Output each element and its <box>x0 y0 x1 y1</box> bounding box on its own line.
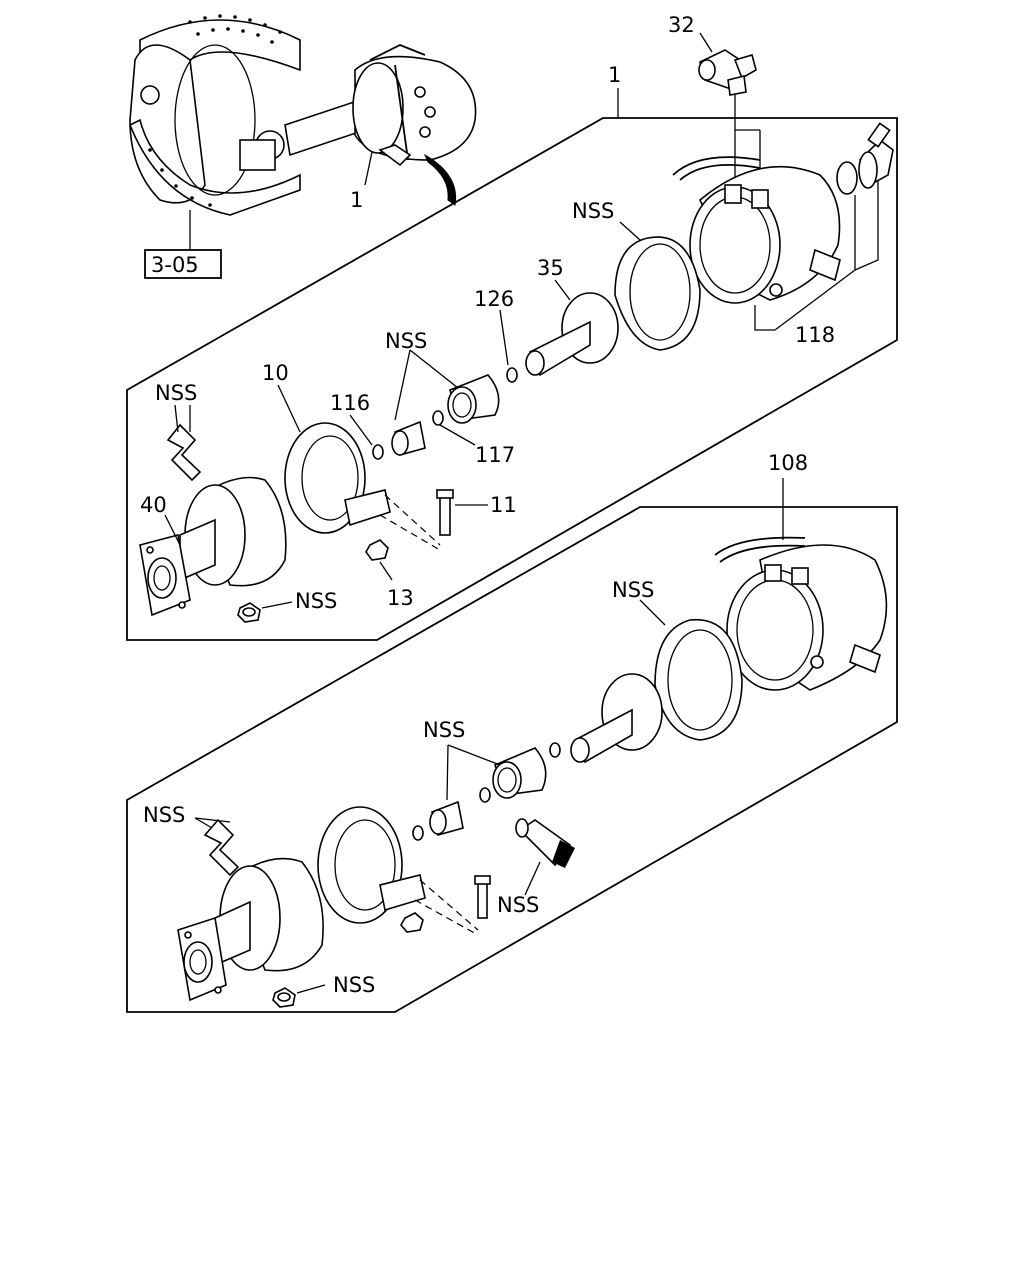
clamp-ring-10 <box>284 422 391 534</box>
callout-nss-boot: NSS <box>385 329 427 353</box>
callout-10: 10 <box>262 361 289 385</box>
assembly-108-frame <box>126 506 898 1013</box>
reference-box <box>144 249 222 279</box>
callout-117: 117 <box>475 443 515 467</box>
washer-108-b <box>412 825 424 841</box>
callout-nss-studs-108: NSS <box>143 803 185 827</box>
reference-label: 3-05 <box>151 253 199 277</box>
bolt-108 <box>474 875 491 919</box>
chamber-housing-40 <box>139 476 287 617</box>
grease-fitting <box>515 818 575 868</box>
brake-chamber-housing-108 <box>714 536 888 691</box>
callout-40: 40 <box>140 493 167 517</box>
lining-rivets <box>148 14 282 207</box>
o-ring-118 <box>836 161 858 195</box>
callout-nss-diaphragm: NSS <box>572 199 614 223</box>
callout-116: 116 <box>330 391 370 415</box>
callout-nss-diaphragm-108: NSS <box>612 578 654 602</box>
callout-arrow-overview <box>423 153 457 206</box>
callout-nss-nut-108: NSS <box>333 973 375 997</box>
ring-108 <box>479 787 491 803</box>
callout-35: 35 <box>537 256 564 280</box>
assembly-1-frame <box>126 117 898 641</box>
callout-118: 118 <box>795 323 835 347</box>
stud-pair <box>166 423 202 482</box>
brake-drum-overview: 1 3-05 <box>128 14 477 279</box>
nut-bottom-108 <box>272 987 296 1008</box>
callout-108: 108 <box>768 451 808 475</box>
push-plate-35 <box>525 292 619 377</box>
nut-bottom <box>237 602 261 623</box>
washer-108-a <box>549 742 561 758</box>
hose-fitting <box>858 122 894 189</box>
washer-126 <box>506 367 518 383</box>
bushing <box>391 420 426 456</box>
callout-11: 11 <box>490 493 517 517</box>
elbow-fitting-32 <box>698 49 757 96</box>
callout-1-overview: 1 <box>350 188 363 212</box>
callout-126: 126 <box>474 287 514 311</box>
callout-nss-studs: NSS <box>155 381 197 405</box>
callout-13: 13 <box>387 586 414 610</box>
brake-shoe-lower <box>128 118 301 216</box>
bolt-11 <box>436 489 454 536</box>
brake-chamber-housing <box>672 156 841 304</box>
chamber-housing-108 <box>177 857 324 1002</box>
diaphragm-108 <box>654 618 743 741</box>
brake-chamber-overview <box>352 44 477 167</box>
boot-seal <box>447 374 500 424</box>
brake-drum-body <box>129 44 206 204</box>
callout-nss-boot-108: NSS <box>423 718 465 742</box>
nut-13 <box>365 539 389 561</box>
nut-108 <box>400 912 424 933</box>
callout-nss-nut: NSS <box>295 589 337 613</box>
diaphragm <box>614 236 701 351</box>
clamp-ring-108 <box>317 806 426 924</box>
callout-1-assembly: 1 <box>608 63 621 87</box>
washer-116 <box>372 444 384 460</box>
bushing-108 <box>429 800 464 836</box>
callout-32: 32 <box>668 13 695 37</box>
boot-seal-108 <box>492 747 547 799</box>
push-plate-108 <box>570 673 663 764</box>
stud-pair-108 <box>203 818 240 877</box>
callout-nss-grease: NSS <box>497 893 539 917</box>
ring-117 <box>432 410 444 426</box>
